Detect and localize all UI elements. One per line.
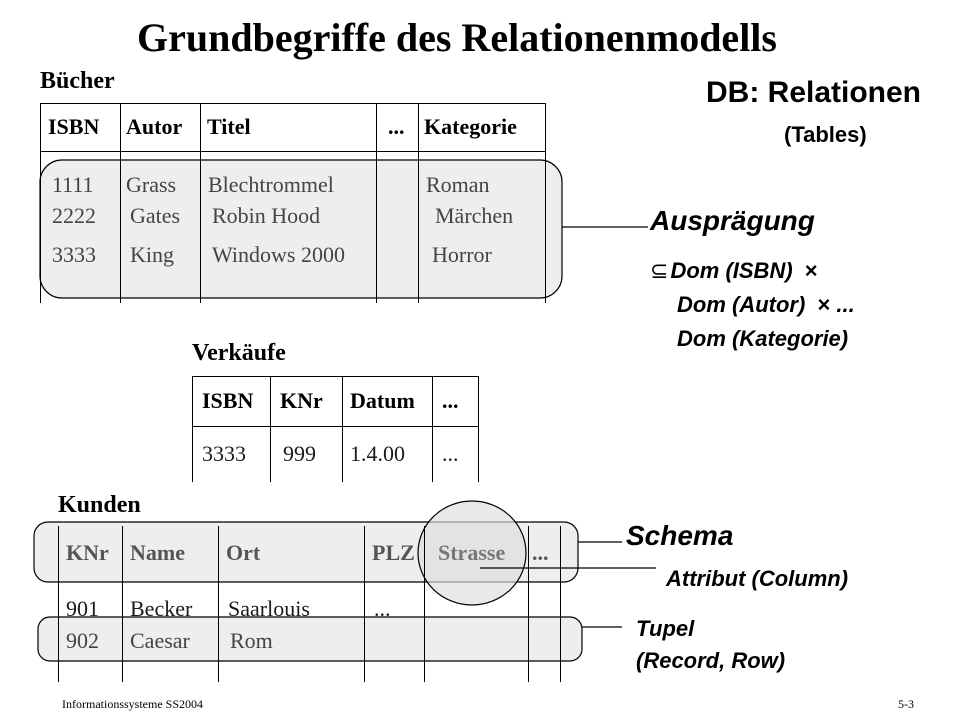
verkaeufe-cell: 1.4.00 — [350, 441, 405, 466]
verkaeufe-cell: 3333 — [202, 441, 246, 466]
verkaeufe-header-knr: KNr — [280, 388, 323, 413]
buecher-cell: King — [130, 242, 174, 267]
times-symbol: × — [804, 258, 818, 283]
buecher-header-rule — [40, 151, 545, 152]
buecher-top-rule — [40, 103, 545, 104]
page-title: Grundbegriffe des Relationenmodells — [137, 15, 777, 60]
buecher-cell: Robin Hood — [212, 203, 321, 228]
verkaeufe-col-line — [432, 376, 433, 482]
buecher-header-titel: Titel — [207, 114, 251, 139]
kunden-header-name: Name — [130, 540, 185, 565]
attribut-circle — [417, 500, 527, 606]
buecher-cell: Gates — [130, 203, 181, 228]
db-tables-label: (Tables) — [784, 122, 867, 147]
buecher-col-line — [200, 103, 201, 303]
schema-label: Schema — [626, 520, 734, 551]
buecher-col-line — [40, 103, 41, 303]
kunden-col-line — [122, 526, 123, 682]
verkaeufe-cell: 999 — [283, 441, 316, 466]
buecher-cell: Windows 2000 — [212, 242, 345, 267]
verkaeufe-col-line — [270, 376, 271, 482]
table-name-kunden: Kunden — [58, 492, 141, 518]
buecher-header-isbn: ISBN — [48, 114, 100, 139]
buecher-col-line — [545, 103, 546, 303]
kunden-cell: Caesar — [130, 628, 190, 653]
kunden-cell: Becker — [130, 596, 193, 621]
kunden-col-line — [424, 526, 425, 682]
kunden-header-ort: Ort — [226, 540, 261, 565]
table-name-buecher: Bücher — [40, 68, 115, 94]
kunden-cell: 901 — [66, 596, 99, 621]
kunden-cell: ... — [374, 596, 391, 621]
verkaeufe-header-isbn: ISBN — [202, 388, 254, 413]
verkaeufe-col-line — [478, 376, 479, 482]
buecher-col-line — [418, 103, 419, 303]
tupel-highlight — [37, 616, 583, 662]
kunden-cell: Saarlouis — [228, 596, 310, 621]
subset-symbol: ⊆ — [650, 258, 669, 283]
buecher-header-ellipsis: ... — [388, 114, 405, 139]
attribut-label: Attribut (Column) — [666, 566, 849, 591]
verkaeufe-top-rule — [192, 376, 478, 377]
verkaeufe-header-datum: Datum — [350, 388, 415, 413]
dom-kategorie: Dom (Kategorie) — [677, 326, 849, 351]
domain-product-line-2: Dom (Autor) × ... — [677, 292, 855, 318]
footer-page-number: 5-3 — [898, 697, 914, 711]
kunden-col-line — [560, 526, 561, 682]
buecher-cell: Horror — [432, 242, 492, 267]
dom-ellipsis: ... — [836, 292, 855, 317]
table-name-verkaeufe: Verkäufe — [192, 340, 286, 366]
kunden-col-line — [364, 526, 365, 682]
kunden-header-ellipsis: ... — [532, 540, 549, 565]
dom-isbn: Dom (ISBN) — [670, 258, 793, 283]
buecher-col-line — [376, 103, 377, 303]
times-symbol: × — [817, 292, 831, 317]
buecher-cell: Grass — [126, 172, 177, 197]
kunden-cell: Rom — [230, 628, 273, 653]
auspraegung-label: Ausprägung — [650, 205, 815, 236]
buecher-cell: 3333 — [52, 242, 96, 267]
buecher-cell: Roman — [426, 172, 490, 197]
buecher-cell: 1111 — [52, 172, 94, 197]
footer-course: Informationssysteme SS2004 — [62, 697, 203, 711]
kunden-col-line — [58, 526, 59, 682]
buecher-cell: 2222 — [52, 203, 96, 228]
buecher-header-kategorie: Kategorie — [424, 114, 517, 139]
kunden-header-plz: PLZ — [372, 540, 415, 565]
buecher-header-autor: Autor — [126, 114, 183, 139]
verkaeufe-col-line — [342, 376, 343, 482]
db-relations-label: DB: Relationen — [706, 76, 922, 109]
verkaeufe-header-ellipsis: ... — [442, 388, 459, 413]
buecher-cell: Blechtrommel — [208, 172, 334, 197]
buecher-col-line — [120, 103, 121, 303]
verkaeufe-cell: ... — [442, 441, 459, 466]
kunden-header-strasse: Strasse — [438, 540, 506, 565]
verkaeufe-col-line — [192, 376, 193, 482]
buecher-cell: Märchen — [435, 203, 514, 228]
kunden-header-knr: KNr — [66, 540, 109, 565]
tupel-sub-label: (Record, Row) — [636, 648, 786, 673]
verkaeufe-header-rule — [192, 426, 478, 427]
dom-autor: Dom (Autor) — [677, 292, 806, 317]
domain-product-line-1: ⊆Dom (ISBN) × — [650, 258, 818, 284]
kunden-col-line — [218, 526, 219, 682]
kunden-col-line — [528, 526, 529, 682]
tupel-label: Tupel — [636, 616, 695, 641]
kunden-cell: 902 — [66, 628, 99, 653]
